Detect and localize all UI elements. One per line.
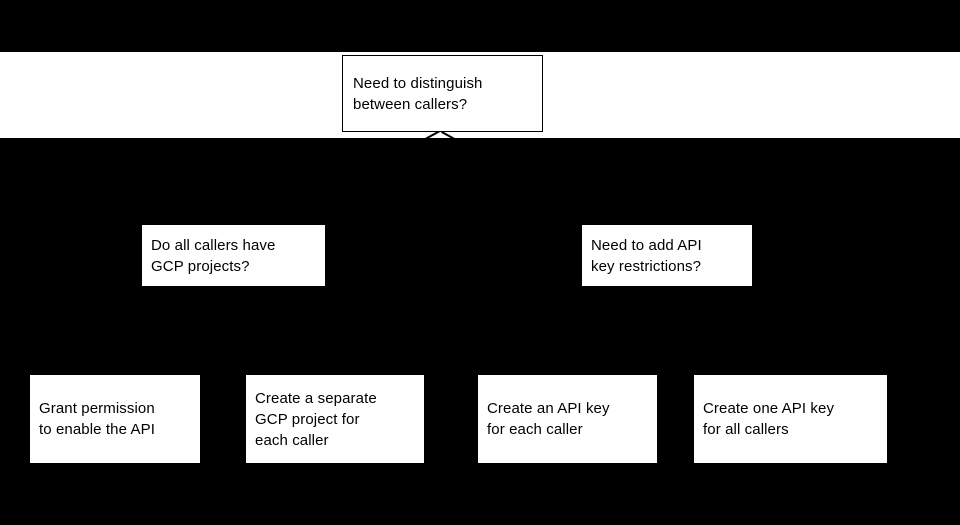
flow-node-label: Grant permission to enable the API	[39, 400, 155, 438]
flow-node-root[interactable]: Need to distinguish between callers?	[342, 55, 543, 132]
flow-node-decision-key-restrictions[interactable]: Need to add API key restrictions?	[582, 225, 752, 286]
flow-node-outcome-key-per-caller[interactable]: Create an API key for each caller	[478, 375, 657, 463]
flow-node-label: Do all callers have GCP projects?	[151, 236, 276, 275]
flow-node-label: Need to distinguish between callers?	[353, 74, 483, 113]
flow-node-label: Create a separate GCP project for each c…	[255, 389, 377, 449]
flow-node-outcome-one-key-all[interactable]: Create one API key for all callers	[694, 375, 887, 463]
flow-node-label: Need to add API key restrictions?	[591, 236, 702, 275]
flow-node-decision-gcp-projects[interactable]: Do all callers have GCP projects?	[142, 225, 325, 286]
flow-node-label: Create an API key for each caller	[487, 400, 610, 438]
flow-node-label: Create one API key for all callers	[703, 400, 835, 438]
flow-node-outcome-separate-project[interactable]: Create a separate GCP project for each c…	[246, 375, 424, 463]
flow-node-outcome-grant-permission[interactable]: Grant permission to enable the API	[30, 375, 200, 463]
